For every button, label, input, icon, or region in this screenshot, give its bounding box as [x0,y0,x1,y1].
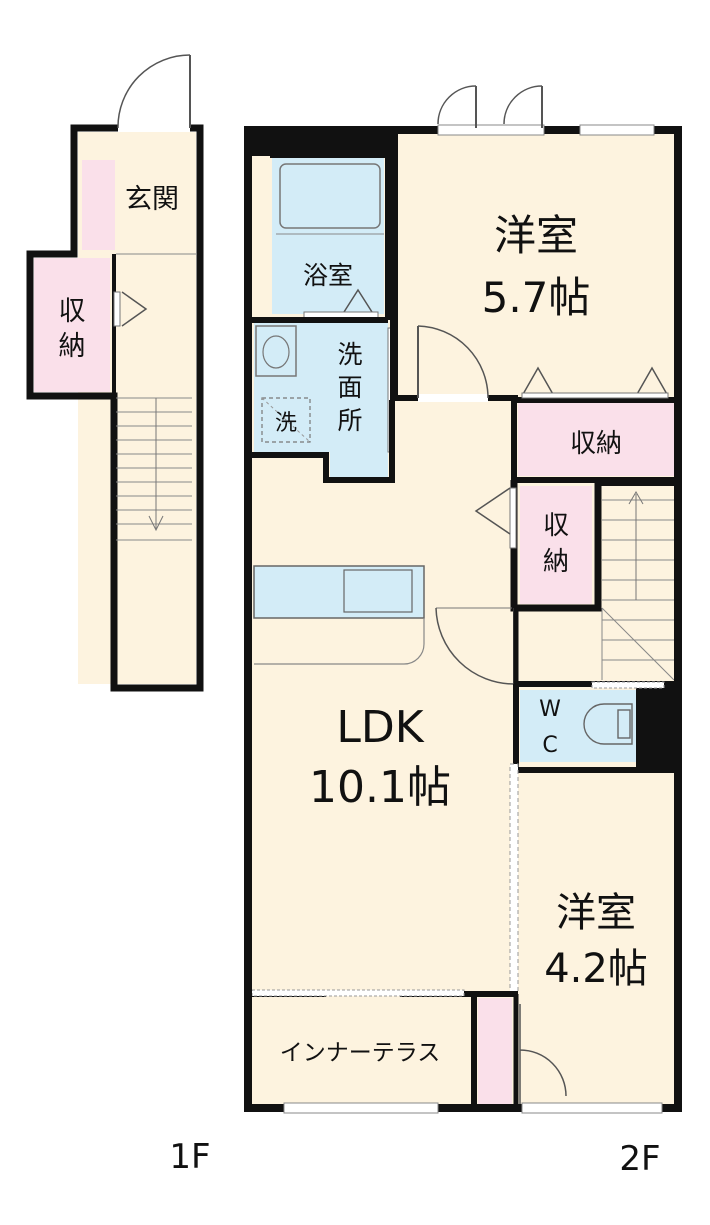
western-large-wall-left [390,130,398,400]
wc-label-1: W [539,697,561,722]
storage-1f-label-2: 納 [59,331,86,362]
washroom-label-3: 所 [337,406,362,435]
washroom-label-2: 面 [337,373,362,402]
storage-1f-label-1: 収 [59,296,86,327]
terrace-window-frame [251,989,465,997]
floor-label-1f: 1F [169,1137,210,1177]
kitchen-sink-icon [343,569,413,613]
window-top-right [579,124,655,136]
washroom-label-1: 洗 [337,340,362,369]
ldk-name: LDK [336,702,424,753]
basin-bowl-icon [262,335,290,369]
washer-label: 洗 [275,411,297,436]
storage-mid-label-2: 納 [543,547,569,577]
window-bottom-right [521,1102,663,1114]
bath-door-icon [343,288,373,313]
kitchen-counter [253,565,425,619]
western-large-name: 洋室 [494,211,578,260]
floor-label-2f: 2F [619,1139,660,1179]
washer-pan-cross [261,397,311,443]
toilet-icon [583,703,633,745]
washbasin-icon [255,325,297,377]
western-small-name: 洋室 [556,890,636,936]
wc-door-frame [591,681,665,689]
storage-mid-door-icon [474,487,511,535]
inner-terrace-floor [252,998,468,1104]
entrance-label: 玄関 [125,184,179,215]
entrance-door-icon [117,54,191,132]
kitchen-zone-line [254,618,425,665]
stairs-1f-icon [116,397,192,541]
wet-corner-wall [248,130,390,156]
wc-floor [520,690,636,762]
storage-mid-floor [520,486,592,604]
storage-top-floor [518,402,674,476]
bathtub-icon [279,163,381,229]
first-floor-plan: 玄関 収 納 1F [26,54,211,1177]
closet-small-floor [478,998,512,1104]
bath-label: 浴室 [303,261,353,290]
storage-1f-door-icon [113,291,148,327]
washer-pan-icon [261,397,311,443]
sliding-door-frame [509,763,519,995]
wc-label-2: C [542,733,557,758]
western-small-size: 4.2帖 [544,946,648,992]
storage-1f [34,258,110,392]
window-bottom-left [283,1102,439,1114]
storage-mid-label-1: 収 [543,511,569,541]
bath-floor [272,158,384,314]
entrance-tile [82,160,115,250]
storage-top-door-icon-2 [635,366,669,397]
balcony-door-icon-2 [503,85,543,128]
window-top-left [437,124,545,136]
closet-small-door-icon [519,1004,567,1104]
washroom-annex [330,450,388,478]
storage-top-door-frame [521,392,669,399]
western-large-size: 5.7帖 [482,273,591,322]
storage-mid-door-frame [509,487,517,549]
stairs-2f-icon [601,491,675,681]
ldk-size: 10.1帖 [309,762,451,813]
western-large-door-icon [417,325,489,402]
storage-top-label: 収納 [570,429,622,459]
wc-tank [636,686,678,768]
inner-terrace-label: インナーテラス [280,1040,441,1066]
storage-top-door-icon-1 [521,366,555,397]
second-floor-plan: 浴室 洗 面 所 洗 洋室 5.7帖 収納 収 納 LDK 10.1帖 W C … [244,85,682,1179]
balcony-door-icon-1 [437,85,477,128]
washroom-floor [254,322,388,452]
